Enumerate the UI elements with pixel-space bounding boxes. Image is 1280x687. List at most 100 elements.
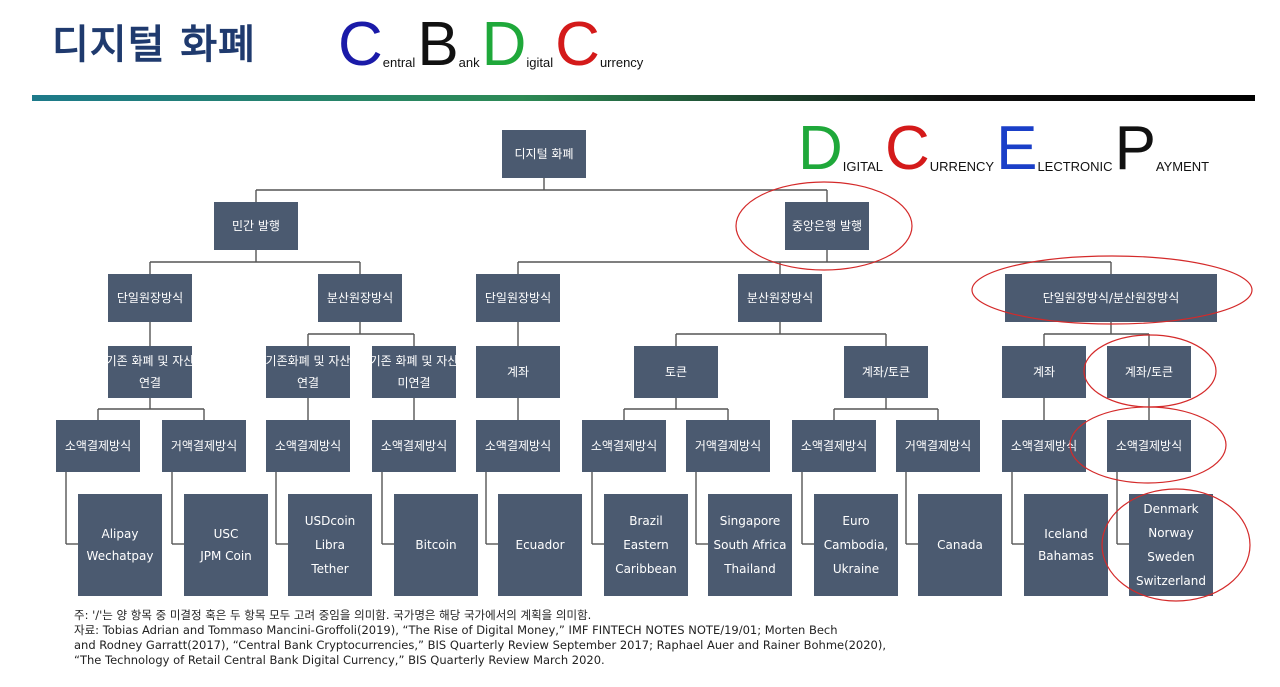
node-box-l5_8 [814,494,898,596]
node-label-l5_5-0: Ecuador [515,538,564,552]
node-box-l5_7 [708,494,792,596]
node-label-l4_7-0: 거액결제방식 [695,439,761,453]
node-label-l5_7-2: Thailand [723,562,776,576]
node-label-l3_g-0: 계좌 [1033,365,1055,379]
node-box-l4_10 [1002,420,1086,472]
node-label-l3_c-1: 미연결 [397,376,430,390]
cbdc-word-1: entral [382,55,416,70]
dcep-letter-4: P [1114,114,1156,183]
node-root: 디지털 화폐 [502,130,586,178]
highlight-ring-c_mixed [971,255,1253,325]
node-label-l5_6-0: Brazil [629,514,663,528]
node-label-l5_3-2: Tether [310,562,348,576]
highlight-ring-l5_11 [1101,488,1251,602]
node-label-l5_8-2: Ukraine [833,562,879,576]
node-label-l3_f-0: 계좌/토큰 [862,365,910,379]
node-label-l5_2-0: USC [214,527,239,541]
node-label-l5_6-2: Caribbean [615,562,677,576]
node-box-l5_10 [1024,494,1108,596]
node-label-l4_10-0: 소액결제방식 [1011,439,1077,453]
node-box-l5_2 [184,494,268,596]
node-box-l3_g [1002,346,1086,398]
node-box-l4_3 [266,420,350,472]
node-label-l5_3-0: USDcoin [305,514,356,528]
node-label-l5_3-1: Libra [315,538,345,552]
node-box-l3_b [266,346,350,398]
node-label-l4_5-0: 소액결제방식 [485,439,551,453]
footnotes: 주: '/'는 양 항목 중 미결정 혹은 두 항목 모두 고려 중임을 의미함… [74,608,886,668]
highlight-rings [735,181,1253,602]
node-central: 중앙은행 발행 [785,202,869,250]
node-l4_3: 소액결제방식 [266,420,350,472]
node-box-l3_h [1107,346,1191,398]
node-box-l4_7 [686,420,770,472]
node-label-l3_e-0: 토큰 [665,365,687,379]
node-l5_4: Bitcoin [394,494,478,596]
node-box-c_mixed [1005,274,1217,322]
cbdc-word-3: igital [526,55,554,70]
node-l3_g: 계좌 [1002,346,1086,398]
node-box-l4_9 [896,420,980,472]
node-label-l5_2-1: JPM Coin [199,549,252,563]
dcep-letter-2: C [885,114,930,183]
node-box-root [502,130,586,178]
node-box-p_dist [318,274,402,322]
dcep-word-3: LECTRONIC [1037,159,1113,174]
node-label-central-0: 중앙은행 발행 [792,218,862,233]
node-label-l3_a-1: 연결 [139,376,161,390]
node-box-l5_11 [1129,494,1213,596]
diagram-connectors [65,178,1150,545]
cbdc-letter-3: D [481,10,527,79]
node-label-l3_b-1: 연결 [297,376,319,390]
node-label-l4_8-0: 소액결제방식 [801,439,867,453]
node-p_single: 단일원장방식 [108,274,192,322]
node-l4_5: 소액결제방식 [476,420,560,472]
dcep-word-4: AYMENT [1155,159,1210,174]
node-l3_e: 토큰 [634,346,718,398]
footnote-line-1: 주: '/'는 양 항목 중 미결정 혹은 두 항목 모두 고려 중임을 의미함… [74,608,592,622]
node-c_dist: 분산원장방식 [738,274,822,322]
node-label-c_dist-0: 분산원장방식 [747,291,813,305]
node-box-l5_5 [498,494,582,596]
node-label-l3_b-0: 기존화폐 및 자산 [266,354,351,368]
node-label-l5_8-0: Euro [842,514,869,528]
node-l4_11: 소액결제방식 [1107,420,1191,472]
dcep-word-1: IGITAL [842,159,883,174]
node-label-root-0: 디지털 화폐 [514,147,573,161]
footnote-line-4: “The Technology of Retail Central Bank D… [74,653,605,667]
node-box-l3_a [108,346,192,398]
node-label-l5_1-0: Alipay [102,527,139,541]
footnote-line-2: 자료: Tobias Adrian and Tommaso Mancini-Gr… [74,623,838,637]
node-box-private [214,202,298,250]
node-l3_h: 계좌/토큰 [1107,346,1191,398]
node-label-l5_11-0: Denmark [1143,502,1198,516]
node-label-l3_h-0: 계좌/토큰 [1125,365,1173,379]
footnote-line-3: and Rodney Garratt(2017), “Central Bank … [74,638,886,652]
node-box-l3_d [476,346,560,398]
cbdc-letter-4: C [555,10,600,79]
node-label-l5_9-0: Canada [937,538,983,552]
node-box-l4_11 [1107,420,1191,472]
node-box-l5_4 [394,494,478,596]
node-private: 민간 발행 [214,202,298,250]
node-label-l5_11-1: Norway [1148,526,1194,540]
node-l5_2: USC JPM Coin [184,494,268,596]
node-label-c_mixed-0: 단일원장방식/분산원장방식 [1043,291,1180,305]
node-label-l3_c-0: 기존 화폐 및 자산 [370,354,459,368]
node-label-l4_11-0: 소액결제방식 [1116,439,1182,453]
node-label-l5_10-1: Bahamas [1038,549,1094,563]
node-label-l5_7-1: South Africa [714,538,787,552]
node-label-l5_4-0: Bitcoin [415,538,456,552]
node-box-l5_1 [78,494,162,596]
node-label-l4_3-0: 소액결제방식 [275,439,341,453]
